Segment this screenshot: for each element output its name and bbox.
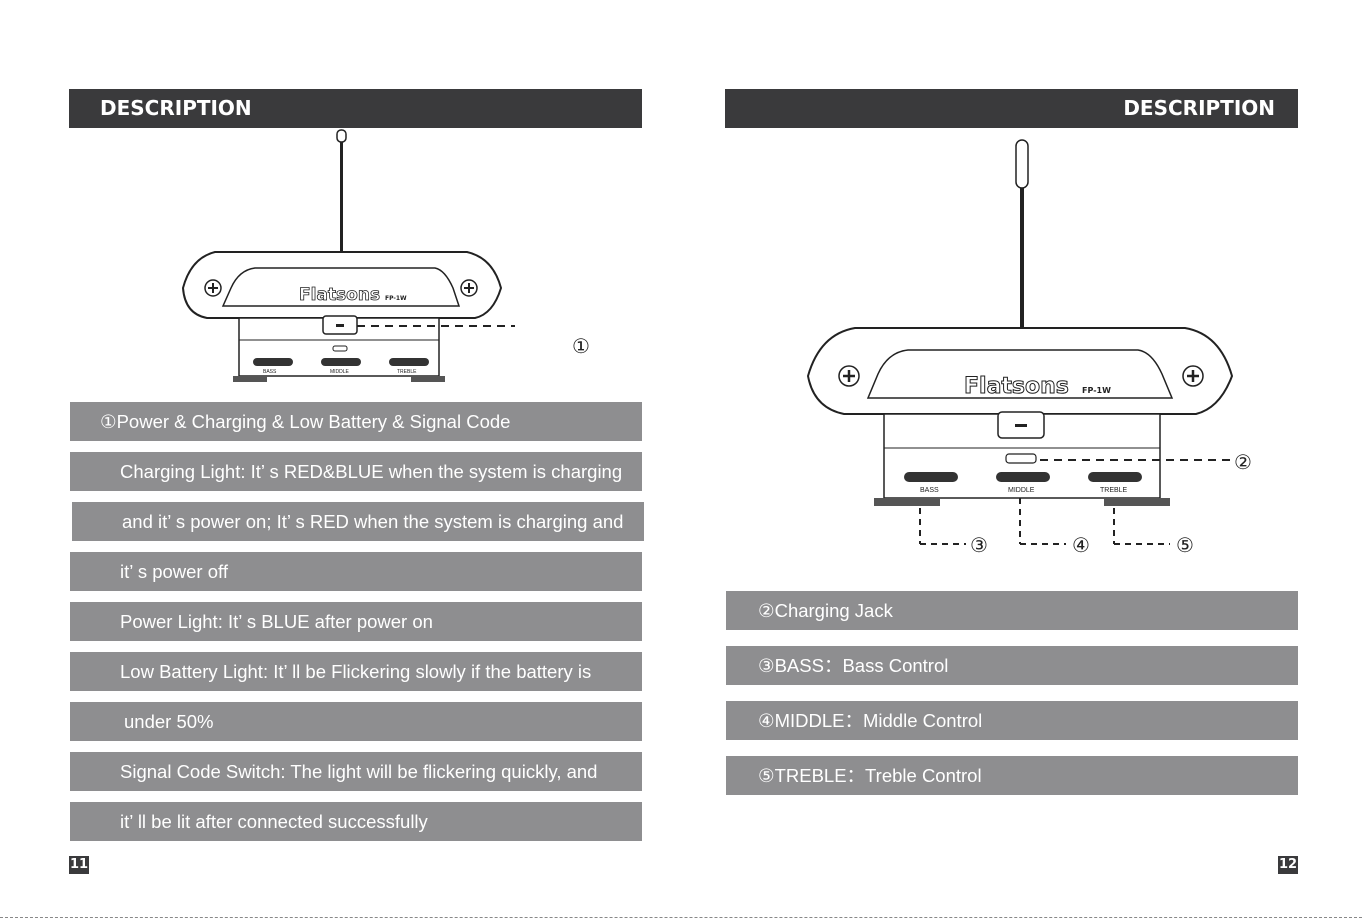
left-device-brand: Flatsons [299, 285, 380, 305]
right-line-4: ⑤TREBLE：Treble Control [726, 756, 1298, 795]
left-knob-label-bass: BASS [263, 369, 277, 375]
right-device-model: FP-1W [1082, 386, 1111, 395]
right-device-illustration: Flatsons FP-1W BASS MIDDLE TREBLE [806, 139, 1234, 545]
left-line-7: under 50% [70, 702, 642, 741]
left-line-9: it’ ll be lit after connected successful… [70, 802, 642, 841]
left-page-number: 11 [69, 856, 89, 874]
right-knob-label-bass: BASS [920, 487, 939, 494]
left-device-model: FP-1W [385, 295, 407, 302]
right-line-1: ②Charging Jack [726, 591, 1298, 630]
right-callout-4: ④ [1072, 533, 1090, 557]
left-knob-label-middle: MIDDLE [330, 369, 350, 375]
bottom-dashed-rule [0, 917, 1362, 918]
left-line-1: ①Power & Charging & Low Battery & Signal… [70, 402, 642, 441]
right-knob-label-treble: TREBLE [1100, 487, 1128, 494]
left-line-2: Charging Light: It’ s RED&BLUE when the … [70, 452, 642, 491]
right-page-number: 12 [1278, 856, 1298, 874]
left-knob-label-treble: TREBLE [397, 369, 417, 375]
right-device-brand: Flatsons [964, 374, 1069, 399]
right-callout-2: ② [1234, 450, 1252, 474]
right-callout-3: ③ [970, 533, 988, 557]
left-line-8: Signal Code Switch: The light will be fl… [70, 752, 642, 791]
right-callout-5: ⑤ [1176, 533, 1194, 557]
left-line-3: and it’ s power on; It’ s RED when the s… [72, 502, 644, 541]
left-device-illustration: Flatsons FP-1W BASS MIDDLE TREBLE [181, 129, 515, 382]
right-line-2: ③BASS：Bass Control [726, 646, 1298, 685]
left-line-5: Power Light: It’ s BLUE after power on [70, 602, 642, 641]
left-callout-1: ① [572, 334, 590, 358]
right-knob-label-middle: MIDDLE [1008, 487, 1035, 494]
right-page-header: DESCRIPTION [725, 89, 1298, 128]
right-line-3: ④MIDDLE：Middle Control [726, 701, 1298, 740]
left-line-4: it’ s power off [70, 552, 642, 591]
left-line-6: Low Battery Light: It’ ll be Flickering … [70, 652, 642, 691]
left-page-header: DESCRIPTION [69, 89, 642, 128]
